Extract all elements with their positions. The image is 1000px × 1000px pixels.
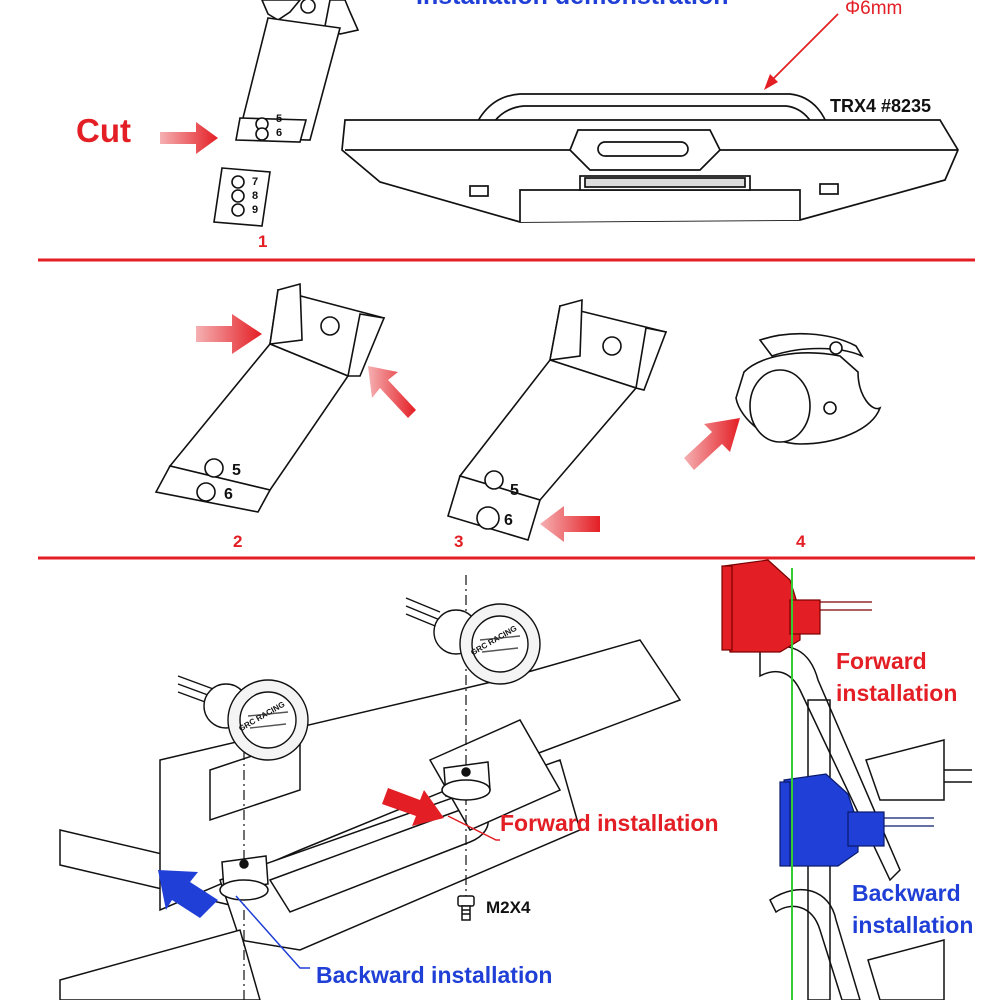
part-number-6: 6: [276, 127, 283, 139]
light-backward-blue: [779, 773, 934, 867]
leader-lines: [235, 815, 500, 969]
diagram-title: Installation demonstration: [416, 0, 729, 11]
bracket-strip-cut-piece: [213, 167, 271, 227]
step-number-1: 1: [258, 232, 268, 251]
side-forward-label-line2: installation: [836, 680, 958, 706]
step-number-2: 2: [233, 532, 243, 551]
section-dividers: [38, 258, 975, 560]
side-backward-label-line2: installation: [852, 912, 974, 938]
clamp-backward-mount: [219, 855, 269, 901]
diameter-pointer-line: [769, 13, 839, 83]
forward-leader: [447, 815, 500, 841]
cut-label: Cut: [76, 112, 131, 149]
side-backward-label-line1: Backward: [852, 880, 961, 906]
light-right: [405, 597, 541, 685]
screw-icon: [457, 895, 475, 921]
step2-arrow-left: [196, 314, 262, 354]
forward-arrow: [382, 788, 444, 826]
light-left: [177, 675, 309, 761]
step3-bracket: [447, 298, 668, 541]
step-number-3: 3: [454, 532, 464, 551]
model-label: TRX4 #8235: [830, 96, 932, 116]
step3-part-number-6: 6: [504, 512, 513, 529]
backward-leader: [235, 895, 310, 969]
forward-installation-label: Forward installation: [500, 810, 719, 836]
cut-arrow: [160, 122, 218, 154]
backward-arrow: [158, 870, 218, 918]
step3-part-number-5: 5: [510, 482, 519, 499]
step2-part-number-5: 5: [232, 462, 241, 479]
light-forward-red: [721, 559, 872, 653]
step4-arrow: [684, 418, 740, 470]
part-number-9: 9: [252, 204, 259, 216]
step-number-4: 4: [796, 532, 806, 551]
side-forward-label-line1: Forward: [836, 648, 927, 674]
step4-clamp: [735, 333, 882, 445]
clamp-forward-mount: [441, 761, 491, 801]
step2-part-number-6: 6: [224, 486, 233, 503]
screw-label: M2X4: [486, 898, 531, 917]
step2-arrow-right: [368, 366, 416, 418]
part-number-7: 7: [252, 176, 259, 188]
step-arrows: [196, 314, 740, 542]
side-detail: [721, 559, 972, 1000]
diameter-label: Φ6mm: [845, 0, 903, 19]
step3-arrow: [540, 506, 600, 542]
step2-bracket: [154, 282, 386, 513]
part-number-5: 5: [276, 113, 283, 125]
bracket-strip-uncut: [235, 0, 360, 143]
bumper-drawing: [341, 93, 959, 223]
part-number-8: 8: [252, 190, 259, 202]
backward-installation-label: Backward installation: [316, 962, 553, 988]
diameter-pointer-head: [764, 74, 778, 90]
